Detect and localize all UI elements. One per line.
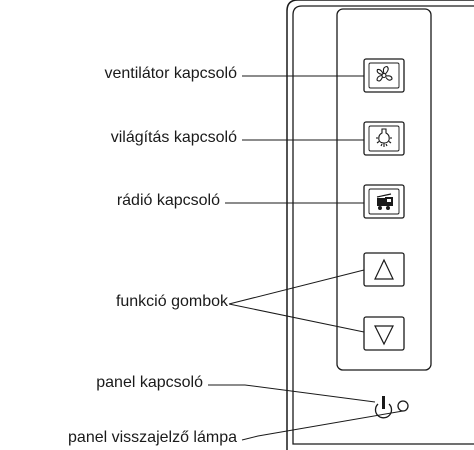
- panel-switch-label: panel kapcsoló: [96, 374, 203, 391]
- radio-icon: [376, 193, 393, 210]
- fan-button[interactable]: [363, 58, 405, 93]
- radio-switch-label: rádió kapcsoló: [116, 192, 220, 209]
- panel-housing-outer: [286, 0, 474, 450]
- fan-switch-label: ventilátor kapcsoló: [104, 65, 237, 82]
- panel-indicator-label: panel visszajelző lámpa: [68, 429, 237, 446]
- function-buttons-label: funkció gombok: [115, 293, 228, 310]
- light-switch-label: világítás kapcsoló: [110, 129, 237, 146]
- light-bulb-icon: [376, 128, 392, 147]
- indicator-lamp-icon: [397, 400, 409, 412]
- fan-icon: [376, 65, 393, 82]
- leader-indicator: [241, 410, 404, 441]
- triangle-up-icon: [374, 258, 394, 280]
- radio-button[interactable]: [363, 184, 405, 219]
- up-button[interactable]: [363, 252, 405, 287]
- light-button[interactable]: [363, 121, 405, 156]
- power-icon: [374, 396, 393, 419]
- leader-power: [208, 384, 376, 403]
- panel-housing-inner: [292, 5, 474, 445]
- down-button[interactable]: [363, 316, 405, 351]
- panel-power-button[interactable]: [374, 396, 393, 419]
- button-strip: [336, 8, 432, 371]
- triangle-down-icon: [374, 325, 394, 346]
- leader-up: [228, 269, 365, 305]
- leader-down: [228, 303, 365, 333]
